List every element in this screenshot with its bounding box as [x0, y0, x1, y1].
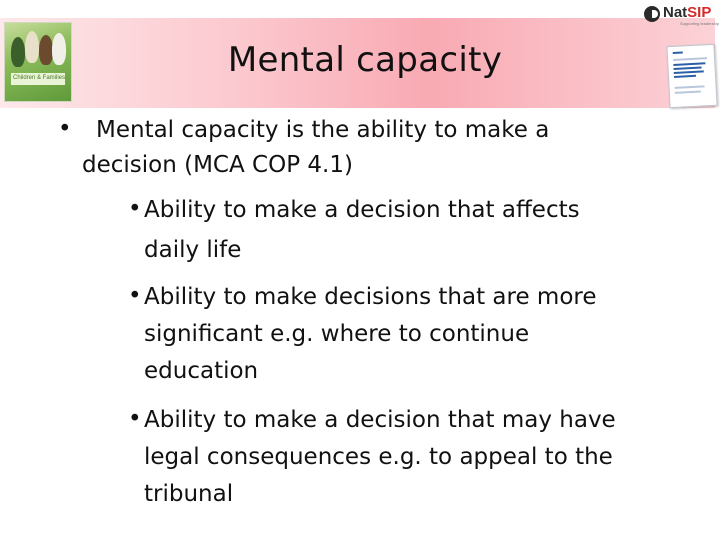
- sub-bullet-3-line-1: Ability to make a decision that may have: [144, 407, 616, 433]
- sub-bullet-1-line-1: Ability to make a decision that affects: [144, 197, 580, 223]
- logo-text: NatSIP: [663, 4, 712, 21]
- logo-icon: [644, 6, 660, 22]
- sub-bullet-1-marker: •: [128, 196, 142, 222]
- sub-bullet-1-line-2: daily life: [144, 237, 242, 263]
- title-band: [0, 18, 715, 108]
- main-bullet-line-1: Mental capacity is the ability to make a: [96, 117, 550, 143]
- sub-bullet-2-line-3: education: [144, 358, 259, 384]
- sub-bullet-2-line-1: Ability to make decisions that are more: [144, 284, 597, 310]
- sub-bullet-3-line-2: legal consequences e.g. to appeal to the: [144, 444, 613, 470]
- sub-bullet-2-marker: •: [128, 283, 142, 309]
- main-bullet-marker: •: [58, 116, 72, 142]
- sub-bullet-3-line-3: tribunal: [144, 481, 234, 507]
- sub-bullet-3-marker: •: [128, 406, 142, 432]
- slide-title: Mental capacity: [227, 40, 503, 80]
- main-bullet-line-2: decision (MCA COP 4.1): [82, 152, 353, 178]
- children-photo-thumbnail: Children & Families: [4, 22, 72, 102]
- thumbnail-label: Children & Families: [13, 75, 66, 81]
- sub-bullet-2-line-2: significant e.g. where to continue: [144, 321, 530, 347]
- logo-subtext: Supporting leadership: [680, 21, 719, 26]
- thumbnail-band: [11, 73, 65, 85]
